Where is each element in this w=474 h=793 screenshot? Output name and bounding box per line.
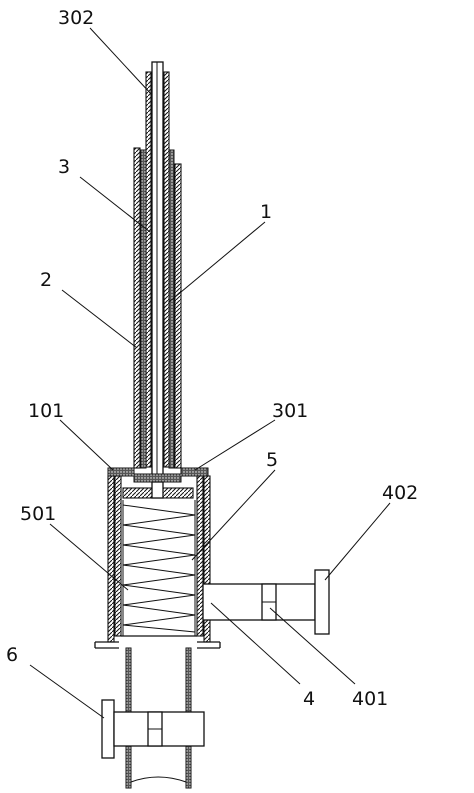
side-pipe-4 [202, 583, 316, 621]
spring-5 [122, 500, 196, 636]
label-6: 6 [6, 644, 18, 666]
label-302: 302 [58, 7, 94, 29]
label-401: 401 [352, 688, 388, 710]
outer-tube-2 [133, 147, 182, 469]
plate-301 [122, 481, 194, 499]
label-501: 501 [20, 503, 56, 525]
label-3: 3 [58, 156, 70, 178]
label-101: 101 [28, 400, 64, 422]
label-301: 301 [272, 400, 308, 422]
label-1: 1 [260, 201, 272, 223]
housing [94, 475, 221, 649]
label-4: 4 [303, 688, 315, 710]
rod-302 [151, 61, 164, 483]
coupling-6 [101, 699, 205, 759]
label-5: 5 [266, 449, 278, 471]
label-402: 402 [382, 482, 418, 504]
leader-lines [29, 27, 391, 719]
tube-1 [140, 149, 175, 469]
flange-402 [314, 569, 330, 635]
label-2: 2 [40, 269, 52, 291]
